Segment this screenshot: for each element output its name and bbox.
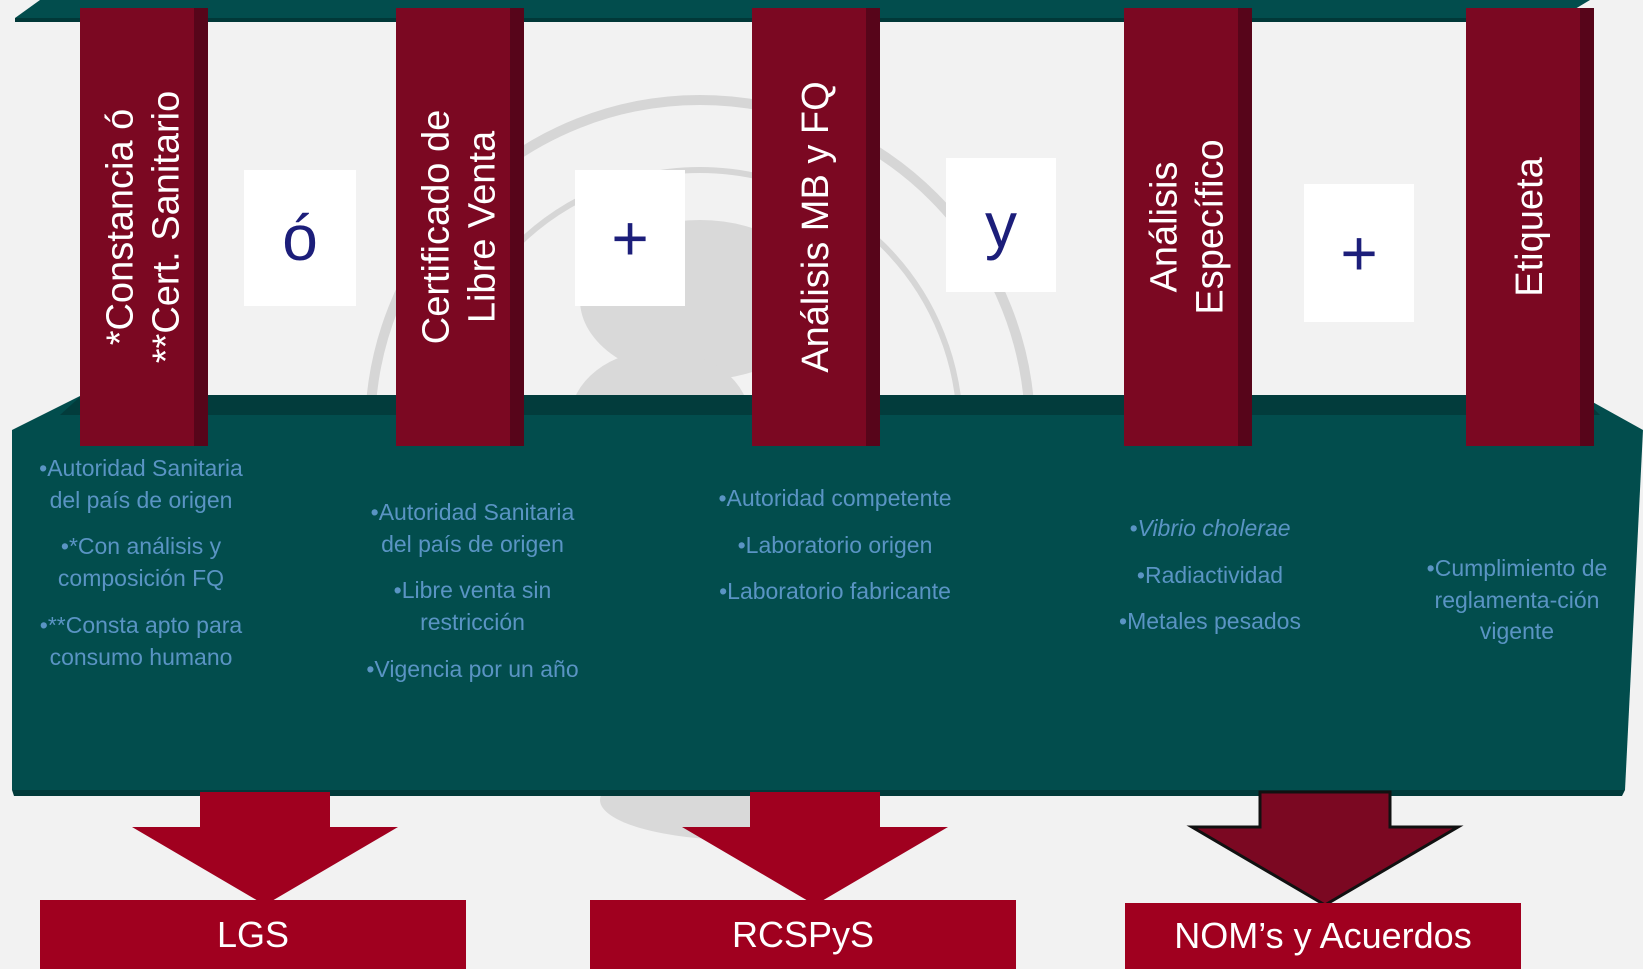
list-item: •Laboratorio origen	[737, 531, 933, 558]
connector-or: ó	[244, 170, 356, 306]
list-item: •Laboratorio fabricante	[719, 578, 951, 605]
list-item: •Autoridad competente	[718, 485, 952, 511]
list-item: •Vibrio cholerae	[1129, 515, 1291, 541]
list-item: •**Consta apto para consumo humano	[39, 611, 243, 670]
column-items-constancia: •Autoridad Sanitaria del país de origen …	[30, 453, 252, 688]
pillar-analisis-mb-fq: Análisis MB y FQ	[752, 8, 880, 446]
law-box-nom-acuerdos: NOM’s y Acuerdos	[1125, 903, 1521, 969]
list-item: •Radiactividad	[1136, 561, 1284, 588]
pillar-analisis-especifico: Análisis Específico	[1124, 8, 1252, 446]
law-box-rcspys: RCSPyS	[590, 900, 1016, 969]
column-items-analisis-especifico: •Vibrio cholerae •Radiactividad •Metales…	[1085, 513, 1335, 653]
column-items-etiqueta: •Cumplimiento de reglamenta-ción vigente	[1408, 553, 1626, 663]
column-items-analisis-mb-fq: •Autoridad competente •Laboratorio orige…	[715, 483, 955, 623]
list-item: •*Con análisis y composición FQ	[57, 533, 225, 592]
list-item: •Metales pesados	[1119, 608, 1301, 635]
list-item: •Cumplimiento de reglamenta-ción vigente	[1426, 555, 1608, 645]
down-arrow-rcspys	[682, 792, 948, 905]
list-item: •Autoridad Sanitaria del país de origen	[370, 499, 575, 557]
down-arrow-lgs	[132, 792, 398, 905]
list-item: •Libre venta sin restricción	[393, 577, 552, 636]
down-arrow-nom	[1186, 790, 1464, 907]
pillar-etiqueta: Etiqueta	[1466, 8, 1594, 446]
pillar-constancia: *Constancia ó **Cert. Sanitario	[80, 8, 208, 446]
list-item: •Autoridad Sanitaria del país de origen	[39, 455, 243, 513]
connector-and: y	[946, 158, 1056, 292]
law-box-lgs: LGS	[40, 900, 466, 969]
column-items-certificado: •Autoridad Sanitaria del país de origen …	[365, 497, 580, 701]
list-item: •Vigencia por un año	[366, 655, 579, 682]
connector-plus: +	[1304, 184, 1414, 322]
pillar-certificado: Certificado de Libre Venta	[396, 8, 524, 446]
connector-plus: +	[575, 170, 685, 306]
